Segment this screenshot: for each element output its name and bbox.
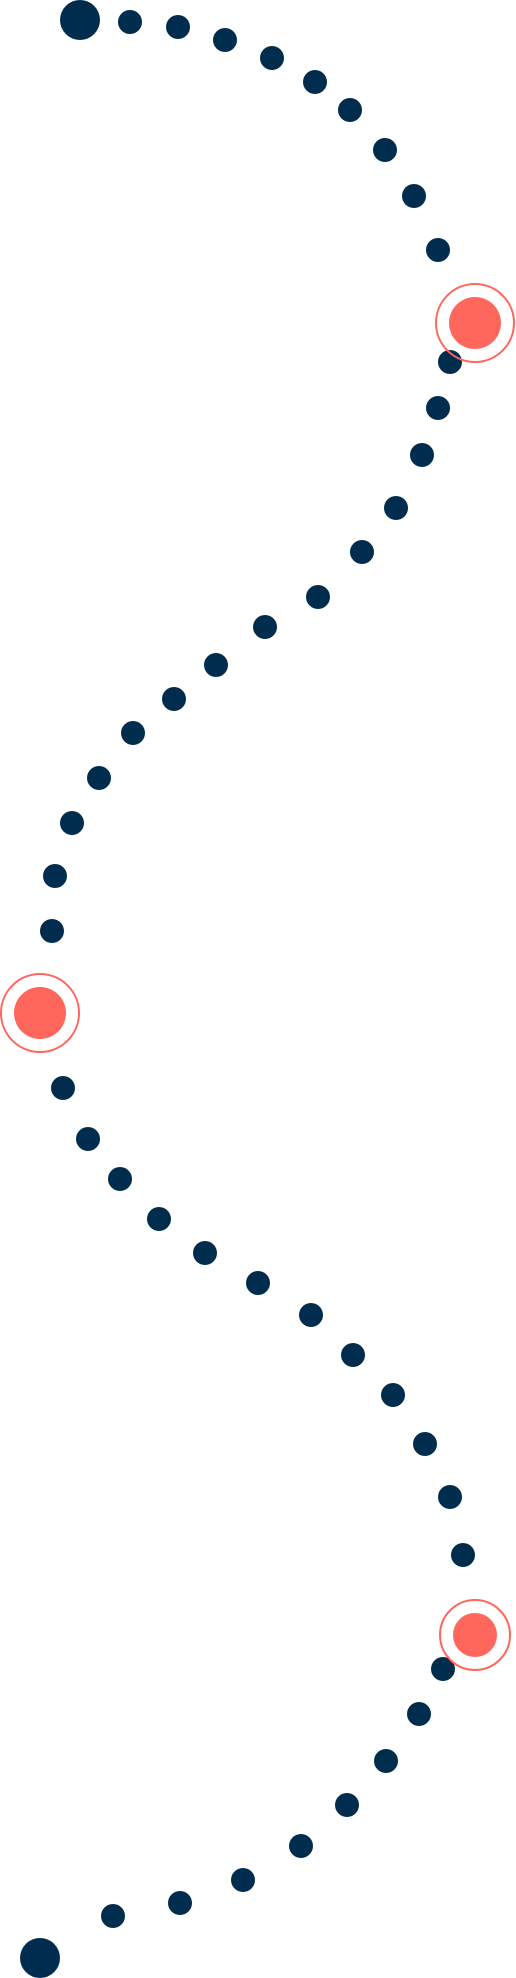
path-dot: [289, 1834, 313, 1858]
path-dot: [426, 238, 450, 262]
path-dot: [338, 98, 362, 122]
path-dot: [253, 615, 277, 639]
path-dot: [162, 687, 186, 711]
path-dot: [193, 1241, 217, 1265]
path-dot: [426, 396, 450, 420]
path-marker-1: [435, 283, 515, 363]
path-dot: [87, 766, 111, 790]
path-dot: [231, 1868, 255, 1892]
path-dot: [108, 1167, 132, 1191]
path-dot: [60, 811, 84, 835]
path-dot: [374, 1749, 398, 1773]
path-dot: [451, 1543, 475, 1567]
path-marker-ring: [435, 283, 515, 363]
path-dot: [335, 1793, 359, 1817]
path-dot: [168, 1891, 192, 1915]
path-dot: [101, 1904, 125, 1928]
path-dot: [121, 721, 145, 745]
path-markers: [0, 283, 515, 1671]
path-dot: [246, 1271, 270, 1295]
path-dot: [438, 1485, 462, 1509]
path-marker-dot: [453, 1613, 497, 1657]
path-marker-3: [439, 1599, 511, 1671]
path-dot: [147, 1207, 171, 1231]
path-marker-ring: [439, 1599, 511, 1671]
path-dot: [373, 138, 397, 162]
path-dot: [204, 653, 228, 677]
path-marker-ring: [0, 973, 80, 1053]
path-dot: [350, 540, 374, 564]
path-marker-dot: [14, 987, 66, 1039]
path-dot: [381, 1383, 405, 1407]
path-dot: [260, 46, 284, 70]
path-end-dot: [20, 1938, 60, 1978]
path-dot: [303, 70, 327, 94]
path-dots: [20, 0, 475, 1978]
path-dot: [384, 496, 408, 520]
path-dot: [402, 184, 426, 208]
path-dot: [40, 919, 64, 943]
path-marker-2: [0, 973, 80, 1053]
path-dot: [413, 1432, 437, 1456]
path-dot: [76, 1127, 100, 1151]
path-dot: [118, 10, 142, 34]
path-dot: [410, 443, 434, 467]
path-dot: [407, 1702, 431, 1726]
path-start-dot: [60, 0, 100, 40]
path-dot: [431, 1657, 455, 1681]
path-dot: [341, 1343, 365, 1367]
path-dot: [438, 350, 462, 374]
path-dot: [43, 864, 67, 888]
path-dot: [51, 1076, 75, 1100]
path-marker-dot: [449, 297, 501, 349]
path-dot: [166, 15, 190, 39]
path-dot: [299, 1303, 323, 1327]
path-dot: [213, 28, 237, 52]
path-dot: [306, 585, 330, 609]
